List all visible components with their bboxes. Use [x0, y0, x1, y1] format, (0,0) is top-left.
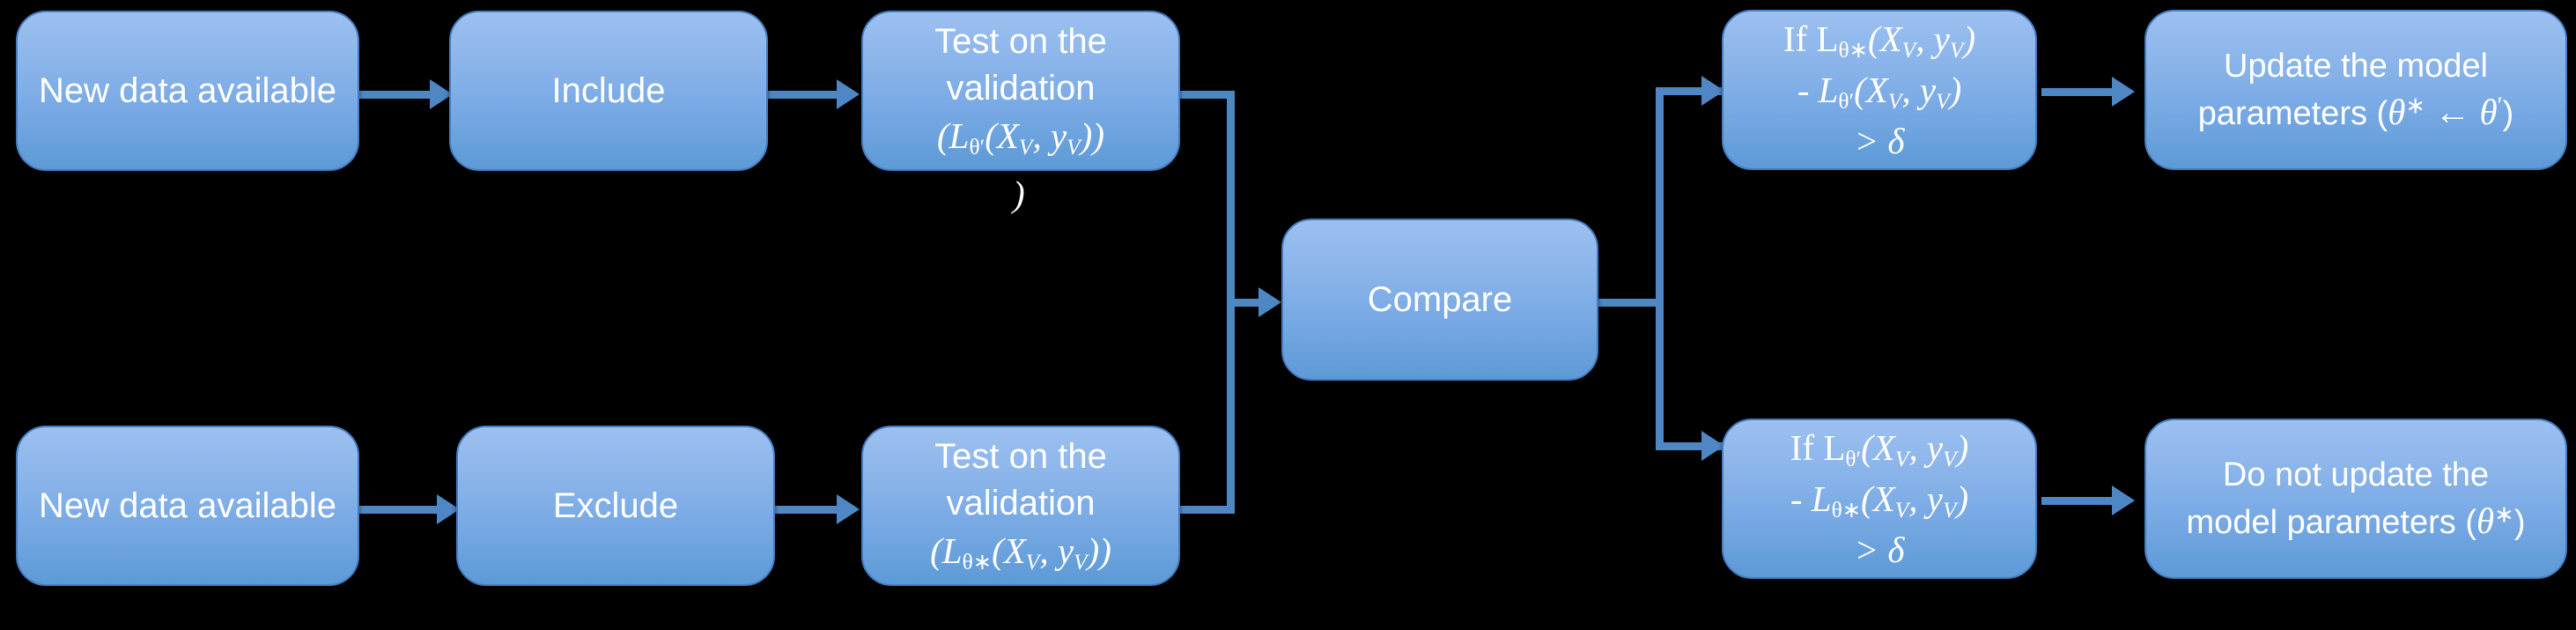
node-include[interactable]: Include [449, 11, 768, 171]
node-compare[interactable]: Compare [1281, 219, 1598, 381]
node-new-data-top[interactable]: New data available [16, 11, 359, 171]
outcome-bottom-line1: Do not update the [2222, 456, 2490, 493]
node-compare-label: Compare [1367, 279, 1513, 319]
validate-top-line1: Test on the [934, 22, 1107, 62]
arrowhead-split-to-condition-top [1701, 76, 1724, 106]
condition-top-line2: - Lθ′(XV, yV) [1797, 69, 1962, 115]
outcome-top-line1: Update the model [2224, 47, 2488, 85]
node-outcome-top[interactable]: Update the model parameters (θ∗ ← θ′) [2144, 10, 2567, 170]
arrowhead-bus-to-compare [1258, 287, 1281, 317]
edge-validate-top-to-bus [1180, 91, 1235, 99]
edge-validate-bottom-to-bus [1180, 506, 1235, 514]
node-condition-top[interactable]: If Lθ∗(XV, yV) - Lθ′(XV, yV) > δ [1722, 10, 2037, 170]
validate-top-orphan-paren: ) [1013, 174, 1025, 214]
arrowhead-include-to-validate-top [837, 79, 860, 109]
arrowhead-condition-top-to-outcome-top [2112, 77, 2135, 107]
validate-bottom-line2: validation [946, 484, 1096, 523]
edge-bus-to-compare [1227, 299, 1273, 307]
edge-split-bus [1656, 87, 1664, 450]
node-exclude-label: Exclude [552, 485, 679, 525]
node-validate-bottom-text: Test on the validation (Lθ∗(XV, yV)) [863, 434, 1178, 577]
outcome-bottom-line2: model parameters (θ∗) [2186, 500, 2526, 541]
node-condition-bottom-text: If Lθ′(XV, yV) - Lθ∗(XV, yV) > δ [1723, 424, 2035, 573]
edge-include-to-validate-top [768, 91, 838, 99]
edge-condition-bottom-to-outcome-bottom [2041, 497, 2114, 505]
node-validate-top[interactable]: Test on the validation (Lθ′(XV, yV)) [861, 11, 1180, 171]
validate-top-line2: validation [946, 69, 1096, 108]
condition-bottom-line1: If Lθ′(XV, yV) [1790, 427, 1969, 472]
condition-top-line1: If Lθ∗(XV, yV) [1783, 19, 1976, 63]
node-new-data-top-label: New data available [39, 70, 336, 110]
edge-condition-top-to-outcome-top [2041, 88, 2114, 96]
node-condition-top-text: If Lθ∗(XV, yV) - Lθ′(XV, yV) > δ [1723, 15, 2035, 164]
edge-compare-to-split-bus [1596, 299, 1664, 307]
validate-bottom-formula: (Lθ∗(XV, yV)) [930, 530, 1111, 575]
node-outcome-bottom[interactable]: Do not update the model parameters (θ∗) [2144, 419, 2567, 579]
validate-top-formula: (Lθ′(XV, yV)) [937, 115, 1104, 160]
node-exclude[interactable]: Exclude [456, 426, 775, 586]
node-include-label: Include [551, 70, 666, 110]
validate-bottom-line1: Test on the [934, 437, 1107, 477]
edge-split-to-condition-bottom [1656, 442, 1724, 450]
condition-bottom-line2: - Lθ∗(XV, yV) [1790, 478, 1969, 523]
arrowhead-split-to-condition-bottom [1701, 431, 1724, 461]
node-outcome-bottom-text: Do not update the model parameters (θ∗) [2146, 453, 2565, 545]
node-condition-bottom[interactable]: If Lθ′(XV, yV) - Lθ∗(XV, yV) > δ [1722, 419, 2037, 579]
arrowhead-new-data-bottom-to-exclude [437, 494, 460, 524]
outcome-top-line2: parameters (θ∗ ← θ′) [2197, 92, 2514, 132]
arrowhead-new-data-top-to-include [430, 79, 453, 109]
node-new-data-bottom-label: New data available [39, 485, 336, 525]
condition-top-line3: > δ [1854, 120, 1905, 161]
node-validate-bottom[interactable]: Test on the validation (Lθ∗(XV, yV)) [861, 426, 1180, 586]
node-outcome-top-text: Update the model parameters (θ∗ ← θ′) [2146, 44, 2565, 136]
arrowhead-exclude-to-validate-bottom [837, 494, 860, 524]
edge-split-to-condition-top [1656, 87, 1724, 95]
node-validate-top-text: Test on the validation (Lθ′(XV, yV)) [863, 19, 1178, 162]
arrowhead-condition-bottom-to-outcome-bottom [2112, 485, 2135, 515]
edge-exclude-to-validate-bottom [775, 506, 838, 514]
node-new-data-bottom[interactable]: New data available [16, 426, 359, 586]
edge-new-data-top-to-include [359, 91, 432, 99]
condition-bottom-line3: > δ [1854, 529, 1905, 570]
edge-new-data-bottom-to-exclude [359, 506, 439, 514]
